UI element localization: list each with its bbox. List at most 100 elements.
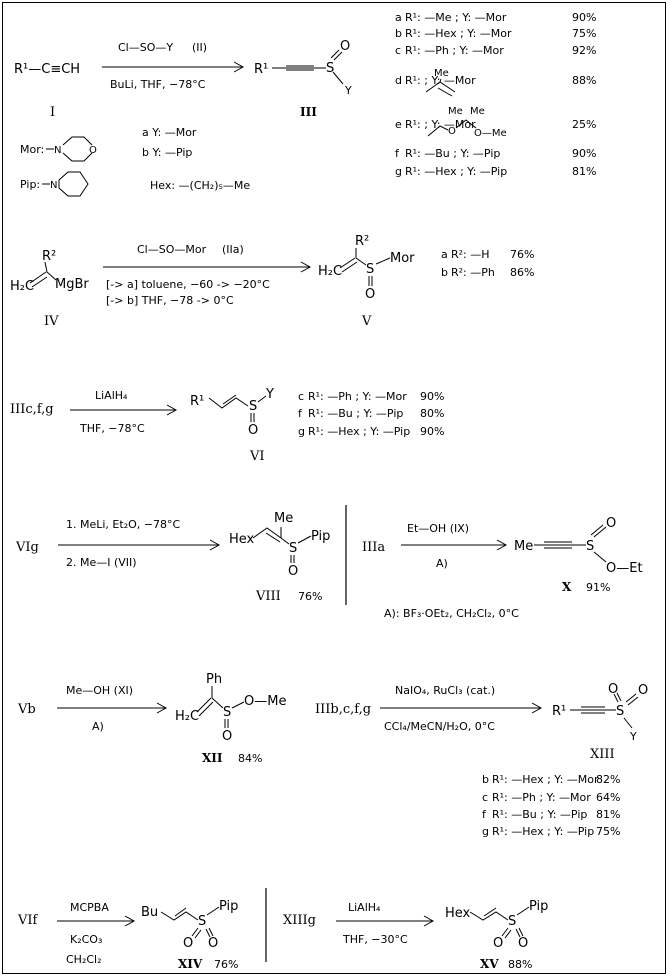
block-5: Vb Me—OH (XI) A) Ph H₂C S O—Me O XII 84%…	[17, 672, 648, 838]
bond	[31, 276, 48, 288]
d-Me: Me	[434, 68, 449, 79]
V-H2C: H₂C	[318, 264, 342, 279]
t5-row-g: R¹: —Hex ; Y: —Pip	[492, 825, 594, 838]
e-O: O	[448, 126, 456, 137]
bond	[257, 395, 267, 403]
bond	[205, 928, 211, 938]
VI-chain	[208, 397, 249, 409]
label-XII: XII	[202, 751, 223, 765]
arrow-8-head	[124, 915, 136, 927]
reagent-LiAlH4-2: LiAlH₄	[348, 901, 381, 914]
bond	[339, 257, 356, 269]
conditions-4b: 2. Me—I (VII)	[66, 556, 137, 569]
t5-key-c: c	[482, 791, 488, 804]
V-Mor: Mor	[390, 251, 415, 266]
XV-O1: O	[493, 936, 503, 951]
XIII-S: S	[616, 704, 624, 719]
arrow-5-head	[496, 539, 508, 551]
conditions-2b: [-> b] THF, −78 -> 0°C	[106, 294, 234, 307]
t3-key-f: f	[298, 407, 303, 420]
VI-S: S	[249, 399, 257, 414]
bond	[211, 697, 224, 709]
e-Me1: Me	[448, 106, 463, 117]
t1-key-g: g	[395, 165, 402, 178]
bond	[297, 535, 312, 544]
t5-row-f: R¹: —Bu ; Y: —Pip	[492, 808, 587, 821]
block-1: R¹—C≡CH I Cl—SO—Y (II) BuLi, THF, −78°C …	[14, 11, 596, 197]
reagent-MCPBA: MCPBA	[70, 901, 109, 914]
bond	[208, 927, 214, 937]
XV-Hex: Hex	[445, 906, 471, 921]
e-bonds	[427, 125, 449, 137]
XII-OMe: O—Me	[244, 694, 286, 709]
label-XIV: XIV	[178, 957, 203, 971]
block-2: R² H₂C MgBr IV Cl—SO—Mor (IIa) [-> a] to…	[10, 234, 534, 329]
reagent-IIa-number: (IIa)	[222, 243, 244, 256]
conditions-6: A)	[92, 720, 104, 733]
mor-ring-bottom	[62, 152, 93, 162]
t1-yield-e: 25%	[572, 118, 596, 131]
label-I: I	[50, 105, 55, 120]
XIII-Y: Y	[629, 730, 637, 743]
X-OEt: O—Et	[606, 561, 643, 576]
reactant-VIg: VIg	[15, 540, 39, 555]
reactant-VIf: VIf	[17, 913, 39, 928]
t5-row-c: R¹: —Ph ; Y: —Mor	[492, 791, 591, 804]
label-VI: VI	[249, 449, 265, 464]
t1-row-f: R¹: —Bu ; Y: —Pip	[405, 147, 500, 160]
bond	[332, 71, 344, 85]
e-bonds2	[455, 119, 477, 129]
product-III-O: O	[340, 39, 350, 54]
t5-key-b: b	[482, 773, 489, 786]
bond	[44, 261, 48, 273]
conditions-5: A)	[436, 557, 448, 570]
XV-S: S	[508, 914, 516, 929]
arrow-1-head	[233, 61, 245, 73]
t3-key-c: c	[298, 390, 304, 403]
t3-row-c: R¹: —Ph ; Y: —Mor	[308, 390, 407, 403]
bond	[616, 692, 622, 702]
arrow-9-head	[423, 915, 435, 927]
reactant-IIIa: IIIa	[362, 540, 385, 555]
conditions-1: BuLi, THF, −78°C	[110, 78, 206, 91]
t1-key-d: d	[395, 74, 402, 87]
XIV-chain	[160, 911, 199, 921]
product-III-S: S	[326, 61, 334, 76]
product-III-Y: Y	[344, 84, 352, 97]
bond	[375, 257, 391, 265]
t1-row-e: R¹: ; Y: —Mor	[405, 118, 476, 131]
t5-key-f: f	[482, 808, 487, 821]
bond	[593, 526, 607, 538]
IV-R2: R²	[42, 249, 56, 264]
e-OMe: O—Me	[474, 128, 507, 139]
XV-O2: O	[518, 936, 528, 951]
pip-label: Pip:	[20, 178, 40, 191]
e-Me2: Me	[470, 106, 485, 117]
bond	[504, 929, 512, 939]
reagent-LiAlH4: LiAlH₄	[95, 389, 128, 402]
table-1: a R¹: —Me ; Y: —Mor 90% b R¹: —Hex ; Y: …	[395, 11, 596, 178]
hex-definition: Hex: —(CH₂)₅—Me	[150, 179, 250, 192]
conditions-8a: K₂CO₃	[70, 933, 102, 946]
mor-N: N	[54, 145, 61, 156]
reagent-XI: Me—OH (XI)	[66, 684, 133, 697]
ylegend-a: a Y: —Mor	[142, 126, 197, 139]
bond	[222, 394, 237, 405]
t3-yield-f: 80%	[420, 407, 444, 420]
bond	[613, 693, 619, 703]
mor-label: Mor:	[20, 143, 44, 156]
bond	[194, 929, 202, 939]
bond	[280, 537, 290, 545]
XIV-O1: O	[183, 936, 193, 951]
XIV-Bu: Bu	[141, 905, 158, 920]
yield-XII: 84%	[238, 752, 262, 765]
V-R2: R²	[355, 234, 369, 249]
bond	[29, 271, 47, 284]
bond	[515, 928, 521, 938]
t1-key-f: f	[395, 147, 400, 160]
bond	[206, 906, 220, 916]
t3-row-g: R¹: —Hex ; Y: —Pip	[308, 425, 410, 438]
V-S: S	[366, 262, 374, 277]
t5-yield-c: 64%	[596, 791, 620, 804]
